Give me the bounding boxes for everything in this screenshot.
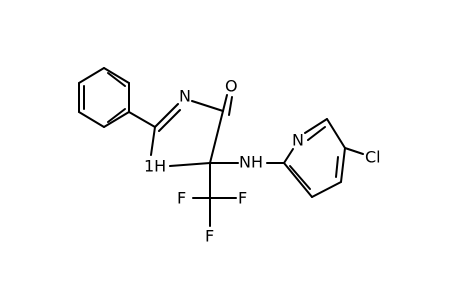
bond <box>289 165 311 190</box>
bond <box>78 67 105 84</box>
bond <box>283 148 294 164</box>
bond <box>158 109 181 132</box>
atom-label-nh-link: NH <box>239 153 263 172</box>
chloro-bond <box>344 147 364 155</box>
bond <box>311 181 342 198</box>
bond <box>169 162 211 167</box>
bond <box>103 111 130 128</box>
atom-label-n-pyridine: N <box>292 131 304 150</box>
bond <box>128 111 156 128</box>
bond <box>283 162 313 198</box>
atom-label-chlorine: Cl <box>365 148 381 167</box>
bond <box>228 96 233 116</box>
bond <box>326 118 346 149</box>
bond <box>103 67 130 84</box>
bond <box>222 94 228 112</box>
bond <box>335 156 339 178</box>
bond <box>304 118 328 134</box>
phenyl-ring <box>78 67 130 128</box>
pyridine-ring <box>283 118 346 198</box>
bond <box>307 126 326 141</box>
trifluoromethyl-group <box>192 162 237 227</box>
carbonyl-group <box>222 94 233 116</box>
atom-label-fluorine-left: F <box>177 189 186 208</box>
bond <box>107 108 126 123</box>
bond <box>340 147 346 183</box>
bond <box>154 103 179 128</box>
imidazolone-ring <box>128 100 224 167</box>
atom-label-fluorine-right: F <box>238 189 247 208</box>
bond <box>150 126 156 156</box>
bond <box>191 100 224 112</box>
atom-label-nh-ring: 1H <box>144 157 166 176</box>
atom-label-n-ring: N <box>179 87 191 106</box>
bond <box>107 72 126 87</box>
bond <box>78 111 105 128</box>
bond <box>209 110 224 164</box>
atom-label-oxygen: O <box>225 77 238 96</box>
atom-label-fluorine-bottom: F <box>205 227 214 246</box>
